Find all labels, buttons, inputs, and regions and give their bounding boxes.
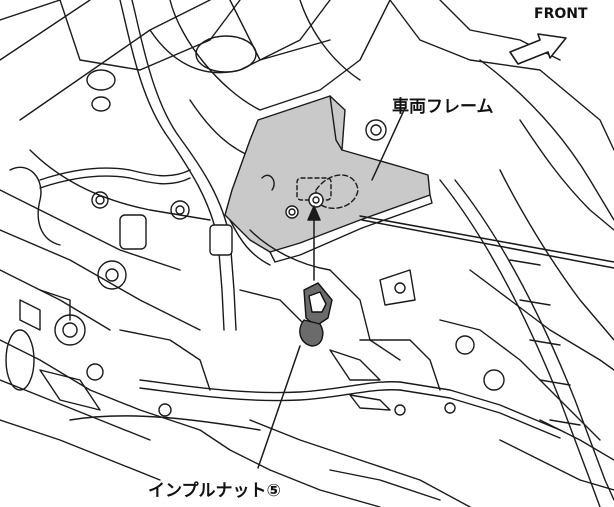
leader-lines bbox=[257, 107, 614, 469]
install-arrow bbox=[307, 205, 321, 281]
inple-nut-label: インプルナット⑤ bbox=[148, 481, 281, 501]
front-direction-label: FRONT bbox=[534, 6, 588, 22]
inple-nut bbox=[299, 282, 333, 347]
vehicle-frame-bracket bbox=[224, 95, 433, 263]
pipes bbox=[9, 0, 561, 439]
cable-bundle bbox=[379, 179, 614, 507]
front-arrow-icon bbox=[509, 33, 567, 65]
vehicle-frame-label: 車両フレーム bbox=[392, 97, 494, 117]
